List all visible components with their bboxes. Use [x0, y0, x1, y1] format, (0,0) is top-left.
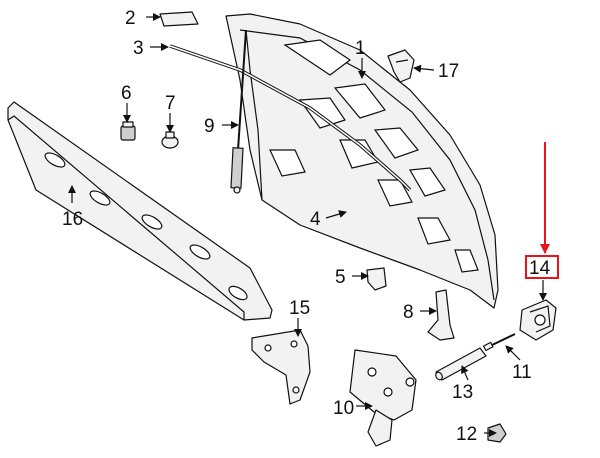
- hood-latch-part: [349, 349, 417, 447]
- hood-hinge-part: [519, 299, 557, 341]
- nut-clip-part: [487, 423, 507, 443]
- callout-1: 1: [355, 38, 366, 59]
- push-pin-part: [161, 131, 179, 149]
- seal-strip-part: [159, 11, 199, 27]
- callout-3: 3: [133, 38, 144, 59]
- hood-insulator-part: [7, 101, 273, 321]
- callout-9: 9: [204, 116, 215, 137]
- bumper-part: [120, 121, 136, 141]
- callout-labels: 2 3 1 17 6 7 9 16 4 14 5 15 8 11 13 10 1…: [62, 8, 551, 445]
- callout-11: 11: [512, 362, 532, 383]
- callout-8: 8: [403, 302, 414, 323]
- callout-12: 12: [456, 424, 477, 445]
- callout-16: 16: [62, 209, 83, 230]
- release-rod-part: [435, 347, 487, 381]
- callout-4: 4: [310, 209, 321, 230]
- clip-part: [387, 49, 415, 83]
- callout-7: 7: [165, 93, 176, 114]
- weatherstrip-part: [169, 44, 412, 192]
- callout-17: 17: [438, 61, 459, 82]
- support-bracket-part: [427, 289, 455, 341]
- callout-13: 13: [452, 382, 473, 403]
- hinge-bracket-part: [251, 329, 311, 405]
- leader-lines: [68, 13, 547, 437]
- callout-14: 14: [529, 258, 551, 279]
- callout-10: 10: [333, 398, 354, 419]
- callout-5: 5: [335, 267, 346, 288]
- hood-panel-part: [225, 13, 499, 309]
- hood-strut-part: [230, 29, 247, 194]
- callout-6: 6: [121, 83, 132, 104]
- callout-2: 2: [125, 8, 136, 29]
- callout-15: 15: [289, 298, 310, 319]
- pin-part: [482, 333, 516, 352]
- highlight-marker: [525, 142, 559, 279]
- small-clip-part: [366, 267, 387, 291]
- highlight-box: [525, 255, 559, 279]
